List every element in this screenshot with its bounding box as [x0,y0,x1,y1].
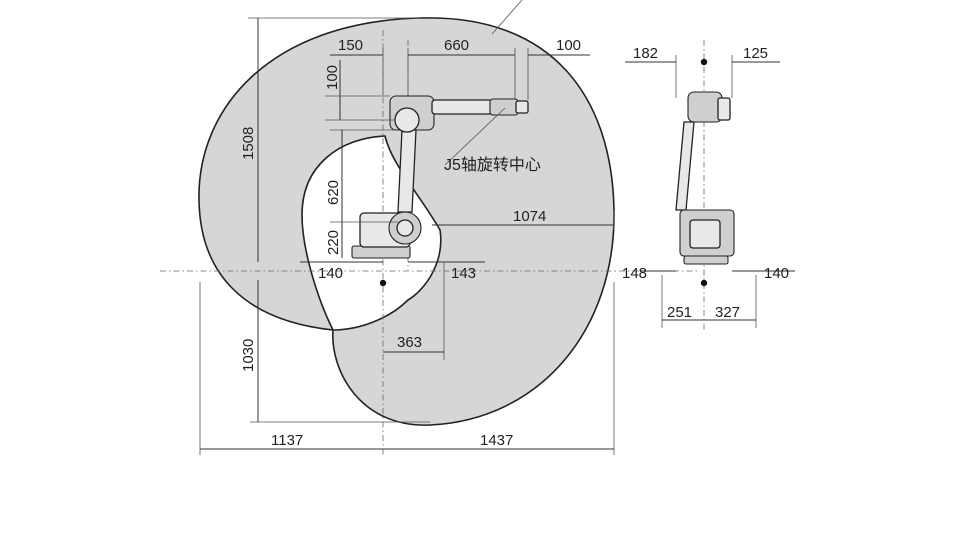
side-arm [675,121,695,211]
dim-327: 327 [715,304,740,321]
side-motor [717,97,731,121]
dim-1508: 1508 [240,127,257,160]
j2-hub [396,219,414,237]
dim-143: 143 [451,265,476,282]
side-wrist-housing [687,91,723,123]
dim-363: 363 [397,334,422,351]
side-base-plate [683,255,729,265]
dim-125: 125 [743,45,768,62]
wrist [489,98,519,116]
dim-620: 620 [325,180,342,205]
robot-side-view [675,91,735,265]
side-top-dot [700,58,708,66]
dim-1137: 1137 [271,432,303,449]
dim-1074: 1074 [513,208,546,225]
j5-leader [444,107,506,166]
front-view: J5轴旋转中心 150 660 100 100 1508 620 220 140 [160,0,700,455]
dim-140: 140 [318,265,343,282]
dim-100-top: 100 [556,37,581,54]
j5-annotation: J5轴旋转中心 [444,156,541,174]
j3-joint [394,107,420,133]
top-leader [491,0,523,35]
dim-1437: 1437 [480,432,513,449]
side-view: 182 125 148 140 251 327 [622,40,795,330]
upper-arm [431,99,493,115]
side-base-detail [689,219,721,249]
dim-150: 150 [338,37,363,54]
j1-center-dot [379,279,387,287]
dim-660: 660 [444,37,469,54]
dim-182: 182 [633,45,658,62]
robot-base-plate [351,245,411,259]
dim-220: 220 [325,230,342,255]
dim-100-vertical: 100 [324,65,341,90]
dim-1030: 1030 [240,339,257,372]
dim-251: 251 [667,304,692,321]
dim-148: 148 [622,265,647,282]
tool-flange [515,100,529,114]
dim-140-side: 140 [764,265,789,282]
side-bottom-dot [700,279,708,287]
robot-front-view [351,95,529,259]
